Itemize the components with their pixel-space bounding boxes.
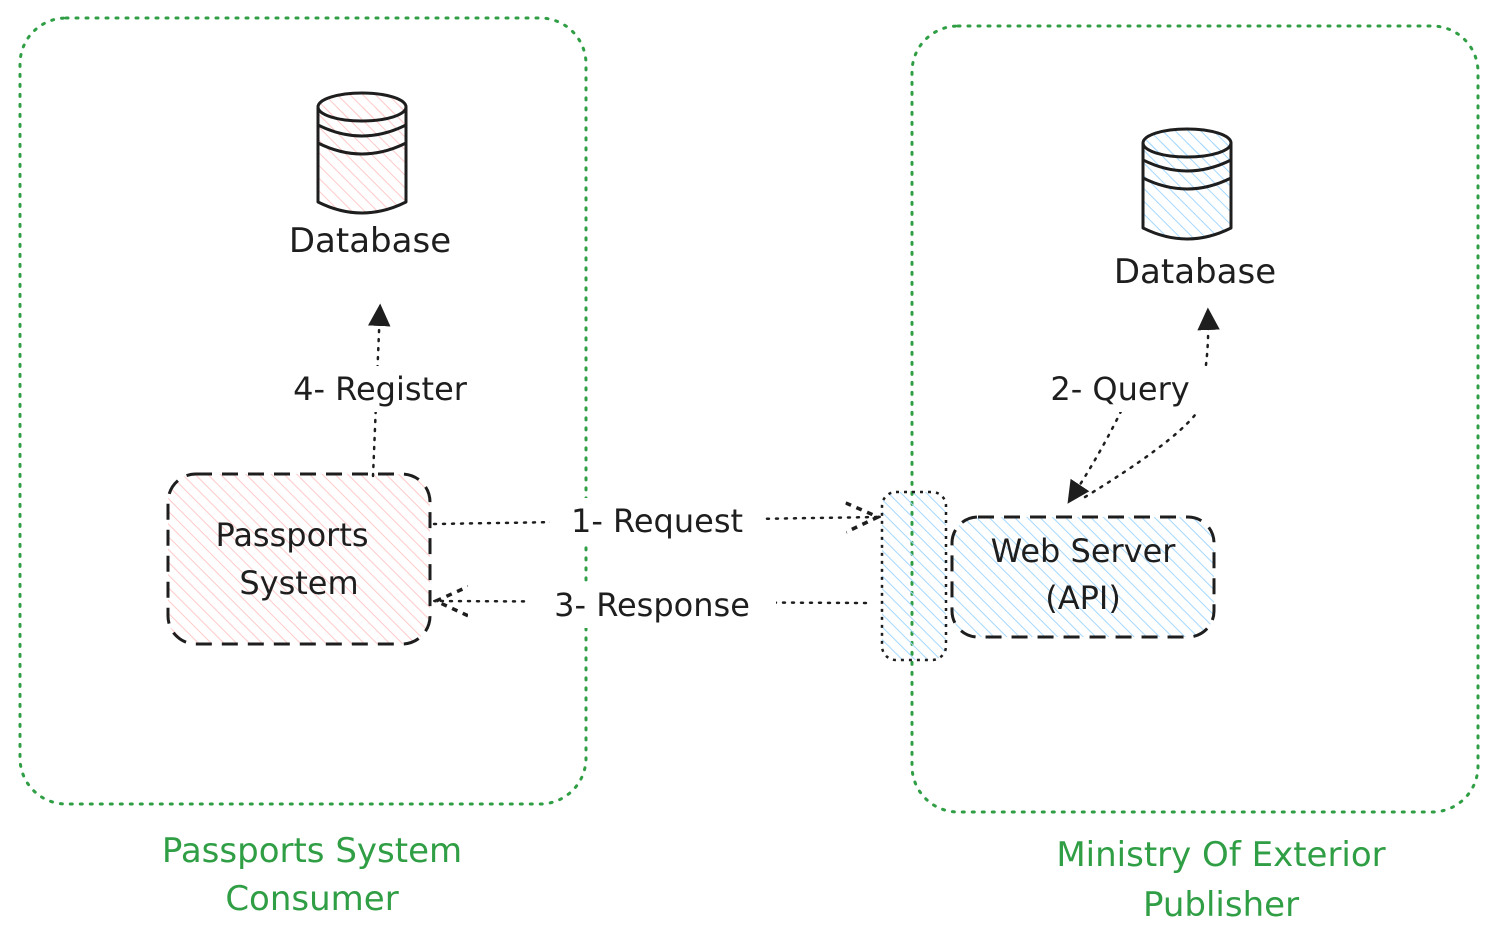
- consumer-zone-caption-line2: Consumer: [225, 879, 398, 919]
- register-edge: 4- Register: [268, 303, 494, 478]
- query-edge-label: 2- Query: [1050, 370, 1189, 408]
- publisher-zone-caption-line2: Publisher: [1143, 885, 1299, 925]
- web-server-node[interactable]: Web Server (API): [950, 515, 1216, 639]
- consumer-database-icon: [316, 91, 408, 215]
- web-server-label-line1: Web Server: [991, 532, 1177, 570]
- consumer-zone: [18, 16, 588, 806]
- web-server-label-line2: (API): [1045, 579, 1121, 617]
- passports-system-label-line1: Passports: [215, 516, 368, 554]
- publisher-zone-border: [910, 24, 1480, 814]
- passports-system-label-line2: System: [239, 564, 358, 602]
- passports-system-node[interactable]: Passports System: [166, 472, 432, 646]
- query-edge: 2- Query: [1030, 307, 1220, 504]
- publisher-zone-caption-line1: Ministry Of Exterior: [1056, 835, 1385, 875]
- publisher-database-icon: [1141, 127, 1233, 241]
- api-gateway-port: [880, 490, 948, 662]
- request-edge-label: 1- Request: [571, 502, 743, 540]
- response-edge: 3- Response: [436, 582, 868, 628]
- consumer-database-label: Database: [289, 221, 451, 261]
- publisher-zone: [910, 24, 1480, 814]
- publisher-database-label: Database: [1114, 252, 1276, 292]
- register-edge-label: 4- Register: [293, 370, 468, 408]
- request-edge: 1- Request: [432, 498, 878, 544]
- consumer-zone-caption-line1: Passports System: [162, 831, 462, 871]
- consumer-zone-border: [18, 16, 588, 806]
- response-edge-label: 3- Response: [554, 586, 750, 624]
